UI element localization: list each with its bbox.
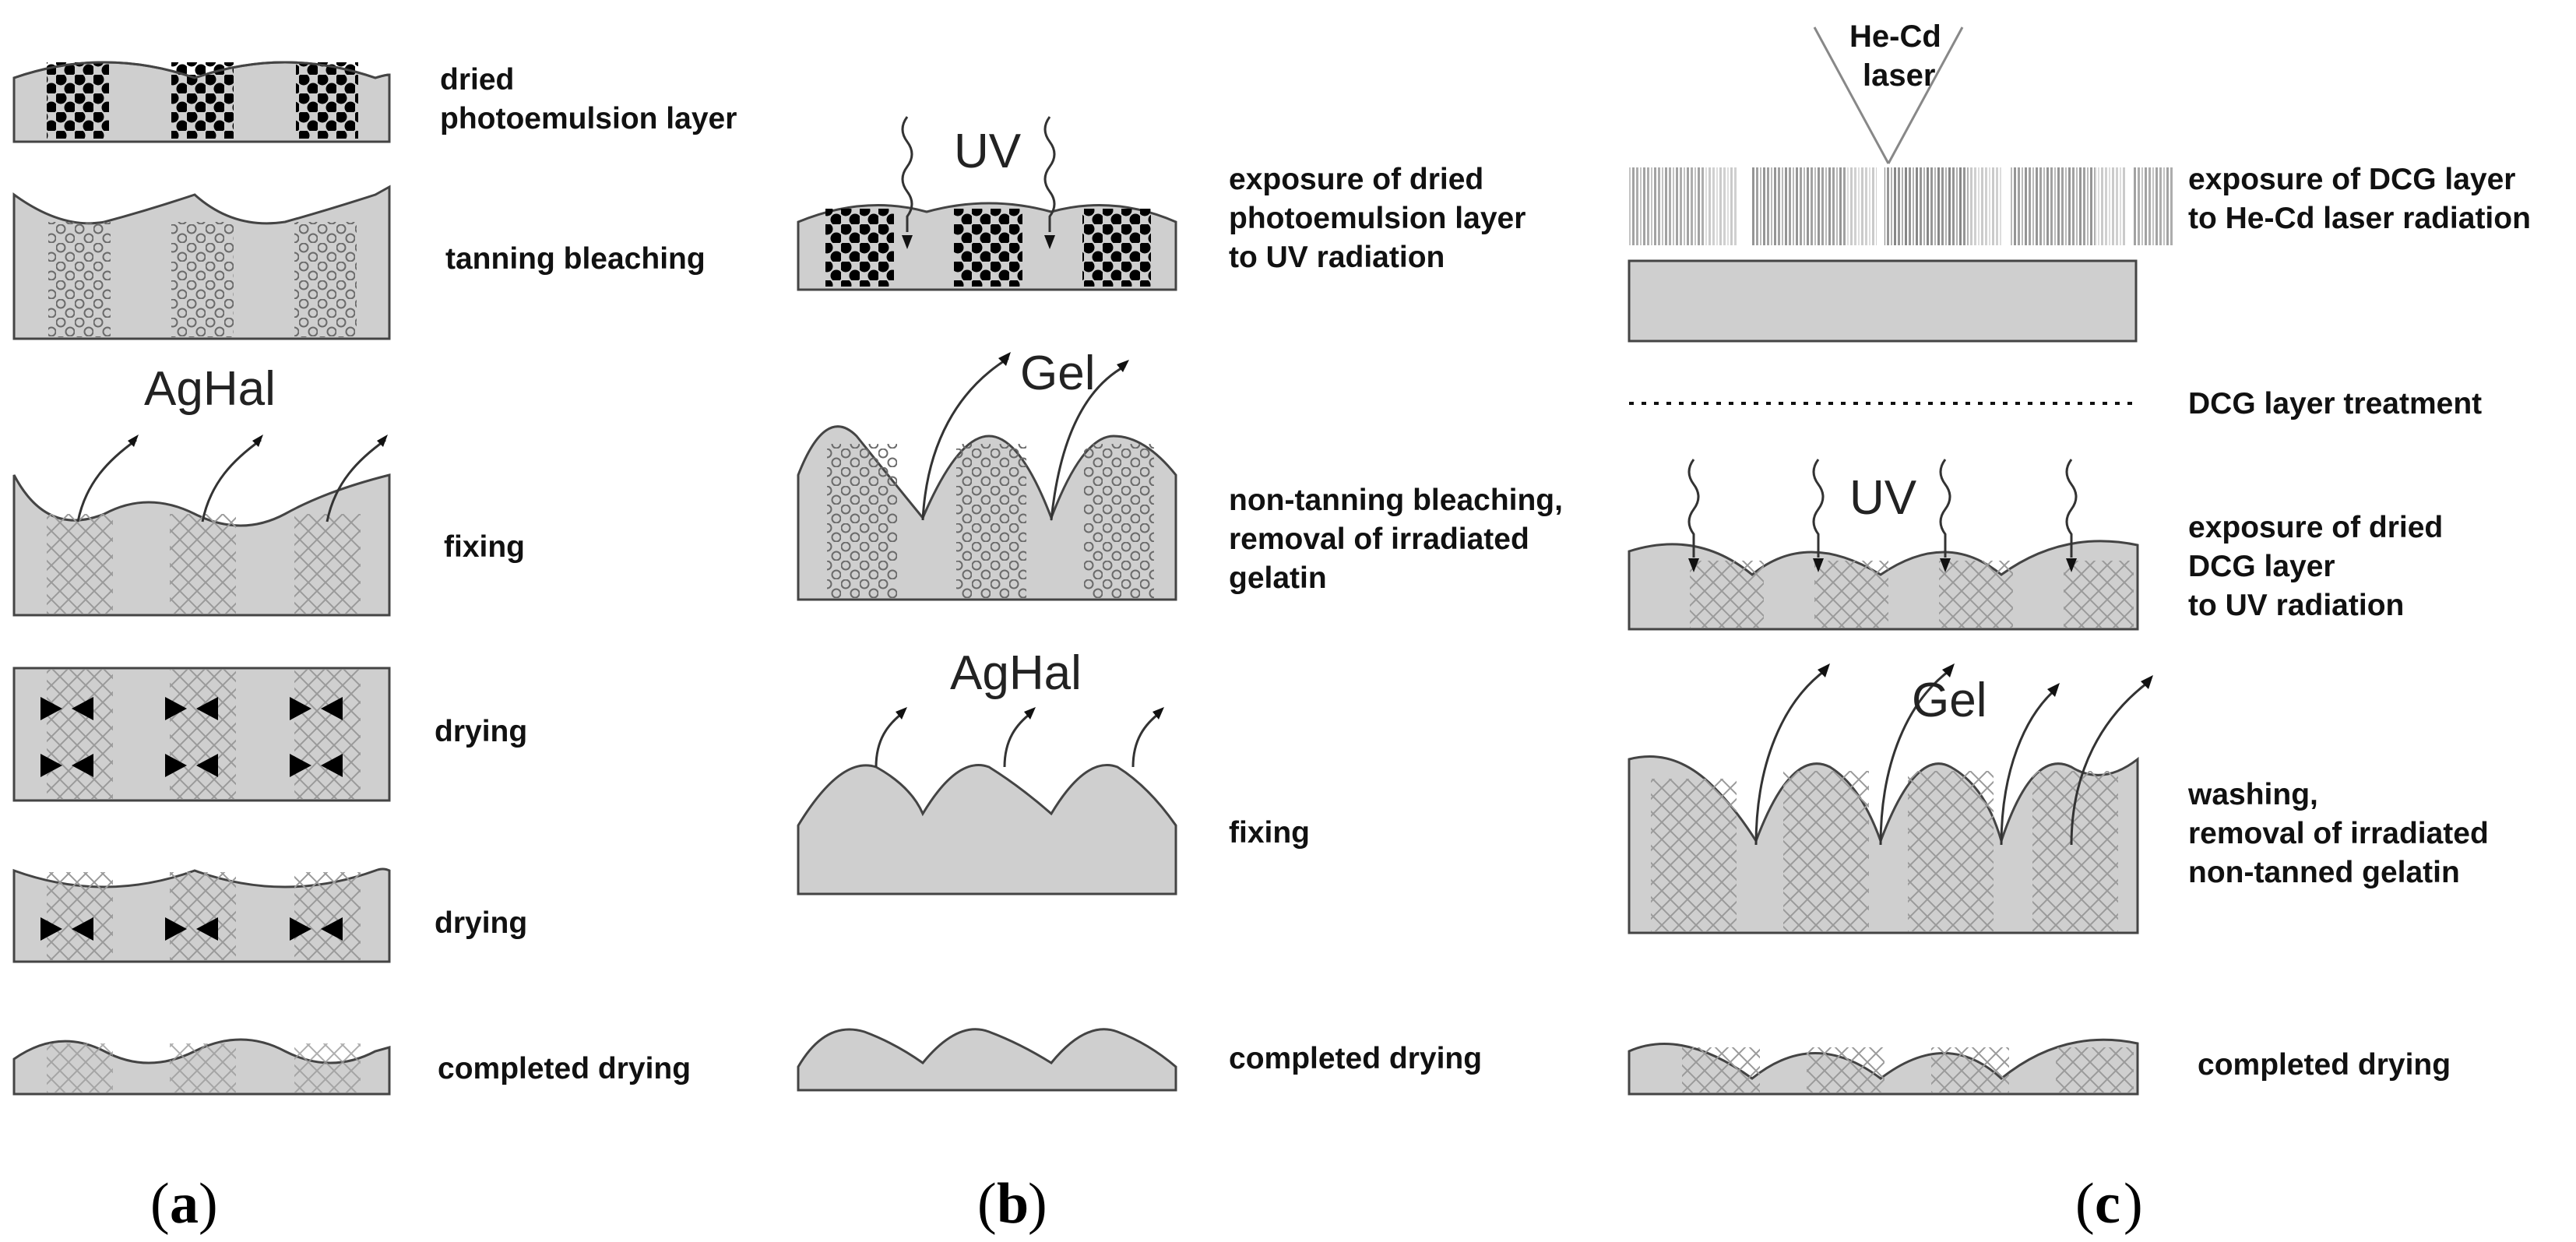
uv-label-c: UV [1849, 471, 1917, 525]
step-b1-line3: to UV radiation [1229, 241, 1445, 274]
svg-text:c: c [2095, 1172, 2120, 1236]
step-c1-line2: to He-Cd laser radiation [2188, 202, 2531, 235]
svg-text:(: ( [150, 1172, 170, 1236]
step-a6: completed drying [438, 1052, 691, 1085]
hatch-columns-a4 [47, 670, 361, 799]
dot-columns-a1 [47, 62, 358, 139]
step-c3-line1: exposure of dried [2188, 511, 2443, 544]
step-b3: fixing [1229, 816, 1310, 850]
hatch-columns-a3 [47, 514, 361, 614]
laser-label-line2: laser [1863, 58, 1935, 93]
gel-label-b: Gel [1020, 347, 1095, 400]
uv-label-b: UV [954, 125, 1022, 178]
agent-arrows-a3 [76, 435, 388, 522]
laser-beams [1813, 26, 1964, 164]
step-a3: fixing [444, 530, 525, 564]
svg-text:): ) [199, 1172, 218, 1236]
panel-tag-a: ( a ) [150, 1172, 218, 1236]
agent-arrows-b3 [875, 707, 1164, 768]
step-b2-line2: removal of irradiated [1229, 522, 1529, 556]
step-c5: completed drying [2198, 1048, 2451, 1082]
layer-b4 [797, 1028, 1177, 1092]
panel-c: He-Cd laser [1628, 19, 2531, 1096]
step-a1-line1: dried [440, 63, 514, 97]
uv-rays-b1 [901, 116, 1056, 249]
compression-arrows-a5 [40, 917, 343, 941]
agent-label-b: AgHal [950, 646, 1082, 700]
hatch-columns-c4 [1682, 1047, 2134, 1092]
hatch-columns-c3 [1651, 771, 2118, 931]
step-b1-line2: photoemulsion layer [1229, 202, 1526, 235]
step-c2: DCG layer treatment [2188, 387, 2482, 420]
svg-text:): ) [1028, 1172, 1047, 1236]
step-a4: drying [435, 715, 527, 748]
step-c3-line2: DCG layer [2188, 550, 2335, 583]
agent-label-a: AgHal [144, 362, 276, 416]
layer-b3 [797, 764, 1177, 895]
panel-tag-b: ( b ) [977, 1172, 1047, 1236]
hatch-columns-c2 [1690, 561, 2134, 628]
circle-columns-b2 [827, 444, 1154, 598]
svg-text:): ) [2124, 1172, 2143, 1236]
hatch-columns-a6 [47, 1043, 361, 1092]
panel-a: dried photoemulsion layer tanning bleach… [12, 61, 737, 1096]
gel-label-c: Gel [1912, 674, 1987, 727]
svg-text:a: a [170, 1172, 199, 1236]
step-a1-line2: photoemulsion layer [440, 102, 737, 135]
step-a2: tanning bleaching [445, 242, 706, 276]
laser-label-line1: He-Cd [1849, 19, 1941, 54]
svg-text:(: ( [977, 1172, 997, 1236]
step-c4-line3: non-tanned gelatin [2188, 856, 2460, 889]
dot-columns-b1 [825, 209, 1151, 287]
svg-text:(: ( [2075, 1172, 2095, 1236]
step-c3-line3: to UV radiation [2188, 589, 2404, 622]
panel-b: UV Gel AgHal exposure of dri [797, 116, 1563, 1092]
gel-arrows-b2 [921, 352, 1129, 521]
circle-columns-a2 [48, 222, 357, 337]
gel-arrows-c3 [1754, 663, 2153, 846]
interference-grating [1628, 167, 2173, 245]
panel-tag-c: ( c ) [2075, 1172, 2143, 1236]
step-a5: drying [435, 906, 527, 940]
compression-arrows-a4 [40, 697, 343, 777]
uv-rays-c2 [1687, 459, 2078, 572]
step-c4-line2: removal of irradiated [2188, 817, 2489, 850]
step-c1-line1: exposure of DCG layer [2188, 163, 2515, 196]
step-b2-line1: non-tanning bleaching, [1229, 484, 1563, 517]
step-b1-line1: exposure of dried [1229, 163, 1483, 196]
step-b4: completed drying [1229, 1042, 1482, 1075]
hatch-columns-a5 [47, 872, 361, 960]
step-b2-line3: gelatin [1229, 561, 1327, 595]
svg-text:b: b [997, 1172, 1029, 1236]
layer-c1 [1628, 259, 2138, 343]
step-c4-line1: washing, [2187, 778, 2318, 811]
